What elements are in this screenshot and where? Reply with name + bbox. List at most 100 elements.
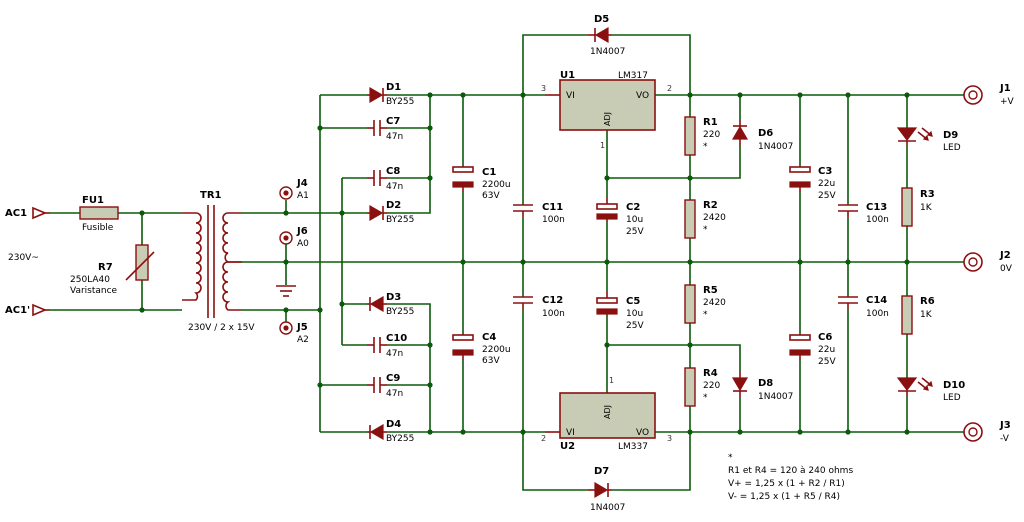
diode-d8: D8 1N4007 [731,372,793,402]
svg-text:C3: C3 [818,166,832,177]
svg-text:D2: D2 [386,200,401,211]
svg-text:D3: D3 [386,292,401,303]
svg-text:220: 220 [703,381,720,391]
svg-text:R3: R3 [920,189,935,200]
capacitor-c4: C4 2200u 63V [452,332,511,366]
svg-text:1N4007: 1N4007 [758,142,793,152]
ground-icon [276,285,296,297]
svg-text:1N4007: 1N4007 [590,503,625,513]
svg-text:C9: C9 [386,373,400,384]
svg-text:*: * [703,225,708,235]
svg-text:1: 1 [609,376,614,385]
svg-text:+V: +V [1000,97,1015,107]
output-connector-j3: J3 -V [963,420,1011,444]
svg-text:25V: 25V [626,321,644,331]
fu1-value: Fusible [82,223,114,233]
capacitor-c9: C9 47n [367,373,403,399]
tr1-ref: TR1 [200,190,222,201]
svg-text:47n: 47n [386,182,403,192]
svg-text:C2: C2 [626,202,640,213]
svg-text:1K: 1K [920,203,933,213]
svg-text:C11: C11 [542,202,563,213]
svg-text:2: 2 [541,434,546,443]
svg-text:25V: 25V [818,357,836,367]
diode-d3: D3 BY255 [367,292,414,317]
r7-value: 250LA40 [70,275,110,285]
ac1-terminal: AC1 [5,206,50,220]
svg-text:VO: VO [636,91,649,101]
ac1-label: AC1 [5,208,27,219]
svg-text:10u: 10u [626,309,643,319]
svg-text:47n: 47n [386,349,403,359]
capacitor-c10: C10 47n [367,333,407,359]
regulator-u2: U2 LM337 VI VO ADJ 2 3 1 [541,376,672,452]
regulator-u1: U1 LM317 VI VO ADJ 3 2 1 [541,70,672,150]
diode-d5: D5 1N4007 [588,14,625,57]
resistor-r2: R2 2420 * [684,199,726,239]
svg-text:A2: A2 [297,335,309,345]
svg-text:3: 3 [667,434,672,443]
capacitor-c13: C13 100n [838,202,889,225]
tr1-value: 230V / 2 x 15V [188,323,255,333]
resistor-r1: R1 220 * [684,116,720,156]
r7-type: Varistance [70,286,118,296]
svg-text:63V: 63V [482,356,500,366]
svg-text:D9: D9 [943,130,958,141]
svg-text:25V: 25V [626,227,644,237]
svg-text:C8: C8 [386,166,400,177]
svg-text:J3: J3 [999,420,1011,431]
resistor-r3: R3 1K [901,187,935,227]
resistor-r4: R4 220 * [684,367,720,407]
svg-text:D6: D6 [758,128,773,139]
diode-d2: D2 BY255 [367,200,414,225]
resistor-r6: R6 1K [901,295,935,335]
svg-text:D7: D7 [594,466,609,477]
svg-text:C10: C10 [386,333,407,344]
svg-text:25V: 25V [818,191,836,201]
svg-text:C4: C4 [482,332,496,343]
svg-text:1N4007: 1N4007 [758,392,793,402]
svg-text:220: 220 [703,130,720,140]
svg-text:U1: U1 [560,70,575,81]
svg-text:100n: 100n [542,309,565,319]
svg-text:47n: 47n [386,132,403,142]
svg-text:100n: 100n [866,215,889,225]
svg-text:J1: J1 [999,83,1011,94]
svg-text:2: 2 [667,84,672,93]
svg-text:R2: R2 [703,200,718,211]
testpoint-j6: J6 A0 [279,226,309,262]
svg-text:R1: R1 [703,117,718,128]
svg-text:2420: 2420 [703,298,726,308]
svg-text:VI: VI [566,428,575,438]
capacitor-c5: C5 10u 25V [596,292,644,331]
diode-d1: D1 BY255 [367,82,414,107]
capacitor-c12: C12 100n [513,295,565,319]
transformer-tr1: TR1 230V / 2 x 15V [182,190,255,333]
svg-text:D4: D4 [386,419,401,430]
svg-text:C14: C14 [866,295,887,306]
capacitor-c2: C2 10u 25V [596,198,644,237]
svg-text:U2: U2 [560,441,575,452]
resistor-r5: R5 2420 * [684,284,726,324]
diode-d6: D6 1N4007 [731,120,793,152]
svg-text:LED: LED [943,143,961,153]
capacitor-c6: C6 22u 25V [789,332,836,367]
note-line: V+ = 1,25 x (1 + R2 / R1) [728,479,845,489]
note-line: R1 et R4 = 120 à 240 ohms [728,466,853,476]
svg-text:D8: D8 [758,378,773,389]
svg-text:LED: LED [943,393,961,403]
svg-text:R5: R5 [703,285,718,296]
svg-text:C6: C6 [818,332,832,343]
svg-text:ADJ: ADJ [603,405,612,419]
svg-text:D10: D10 [943,380,965,391]
r7-ref: R7 [98,262,113,273]
svg-text:-V: -V [1000,434,1010,444]
svg-text:BY255: BY255 [386,434,414,444]
svg-text:C12: C12 [542,295,563,306]
svg-text:*: * [703,310,708,320]
svg-text:22u: 22u [818,179,835,189]
svg-text:J5: J5 [296,322,308,333]
note-line: V- = 1,25 x (1 + R5 / R4) [728,492,840,502]
ac1p-terminal: AC1' [5,303,50,317]
